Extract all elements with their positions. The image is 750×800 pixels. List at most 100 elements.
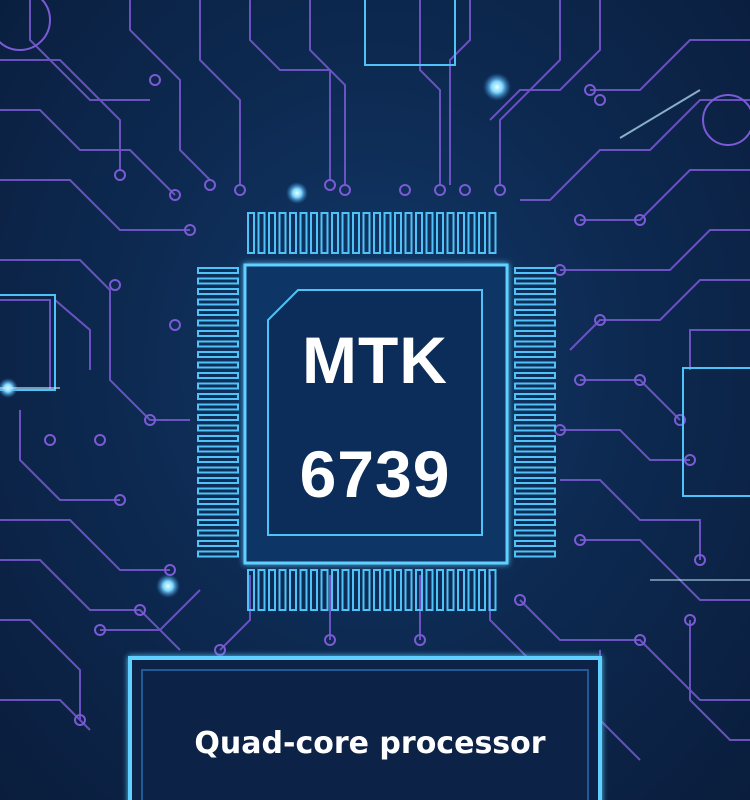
chip-pin <box>514 498 556 505</box>
chip-pin <box>514 267 556 274</box>
chip-pin <box>341 212 350 254</box>
chip-pin <box>514 361 556 369</box>
chip-pin <box>278 212 287 254</box>
chip-pin <box>197 319 239 327</box>
chip-pin <box>197 372 239 379</box>
chip-pin <box>514 477 556 484</box>
chip-pin <box>197 529 239 537</box>
chip-pin <box>331 212 339 254</box>
chip-pin <box>425 569 434 611</box>
chip-pin <box>514 330 556 337</box>
chip-pin <box>299 212 308 254</box>
chip-pin <box>514 414 556 421</box>
chip-pin <box>514 298 556 306</box>
chip-pin <box>383 212 392 254</box>
chip-model-line-2: 6739 <box>299 437 451 511</box>
chip-pin <box>310 212 318 254</box>
chip-pin <box>514 319 556 327</box>
chip-pin <box>197 435 239 442</box>
chip-pin <box>197 309 239 316</box>
circuit-pads <box>0 0 750 726</box>
circuit-traces <box>0 0 750 761</box>
chip-pin <box>197 298 239 306</box>
chip-pin <box>415 569 423 611</box>
top-component <box>364 0 456 66</box>
chip-pin <box>514 424 556 432</box>
chip-pin <box>457 569 465 611</box>
chip-pin <box>478 212 486 254</box>
chip-pin <box>394 212 402 254</box>
chip-pin <box>514 309 556 316</box>
chip-pin <box>197 330 239 337</box>
chip-pin <box>514 382 556 390</box>
chip-pin <box>278 569 287 611</box>
chip-pin <box>394 569 402 611</box>
chip-pin <box>310 569 318 611</box>
processor-caption: Quad-core processor <box>194 726 546 761</box>
chip-pin <box>299 569 308 611</box>
chip-pin <box>373 212 381 254</box>
chip-pin <box>514 508 556 516</box>
chip-pin <box>197 340 239 348</box>
chip-pin <box>289 569 297 611</box>
chip-inner-die <box>267 289 483 536</box>
chip-pin <box>197 424 239 432</box>
chip-pins <box>197 212 556 611</box>
chip-pin <box>197 540 239 547</box>
chip-pin <box>289 212 297 254</box>
chip-pin <box>197 456 239 463</box>
chip-pin <box>352 212 360 254</box>
chip-pin <box>268 569 276 611</box>
chip-pin <box>488 569 497 611</box>
chip-pin <box>197 445 239 453</box>
chip-pin <box>488 212 497 254</box>
chip-pin <box>514 550 556 558</box>
chip-pin <box>197 477 239 484</box>
chip-pin <box>197 277 239 285</box>
chip-pin <box>197 414 239 421</box>
chip-pin <box>514 372 556 379</box>
chip-pin <box>197 403 239 411</box>
chip-pin <box>404 569 413 611</box>
chip-pin <box>514 519 556 526</box>
chip-model-line-1: MTK <box>302 323 448 397</box>
chip-pin <box>331 569 339 611</box>
chip-pin <box>457 212 465 254</box>
chip-pin <box>197 382 239 390</box>
chip-pin <box>197 508 239 516</box>
chip-pin <box>514 540 556 547</box>
chip-pin <box>467 569 476 611</box>
chip-pin <box>197 487 239 495</box>
chip-pin <box>341 569 350 611</box>
chip-pin <box>446 569 455 611</box>
chip-pin <box>352 569 360 611</box>
chip-pin <box>320 212 329 254</box>
chip-pin <box>197 361 239 369</box>
chip-pin <box>514 529 556 537</box>
chip-pin <box>404 212 413 254</box>
chip-pin <box>197 466 239 474</box>
chip-pin <box>268 212 276 254</box>
chip-pin <box>415 212 423 254</box>
chip-pin <box>514 466 556 474</box>
chip-pin <box>514 340 556 348</box>
chip-pin <box>197 351 239 358</box>
chip-pin <box>257 569 266 611</box>
chip-pin <box>514 435 556 442</box>
right-component <box>682 367 750 497</box>
chip-pin <box>362 212 371 254</box>
left-component <box>0 294 56 391</box>
chip-pin <box>514 487 556 495</box>
chip-pin <box>197 550 239 558</box>
chip-pin <box>197 498 239 505</box>
chip-pin <box>446 212 455 254</box>
chip-pin <box>373 569 381 611</box>
chip-pin <box>362 569 371 611</box>
chip-pin <box>197 288 239 295</box>
chip-pin <box>197 393 239 400</box>
chip-pin <box>247 569 255 611</box>
chip-pin <box>247 212 255 254</box>
chip-pin <box>478 569 486 611</box>
